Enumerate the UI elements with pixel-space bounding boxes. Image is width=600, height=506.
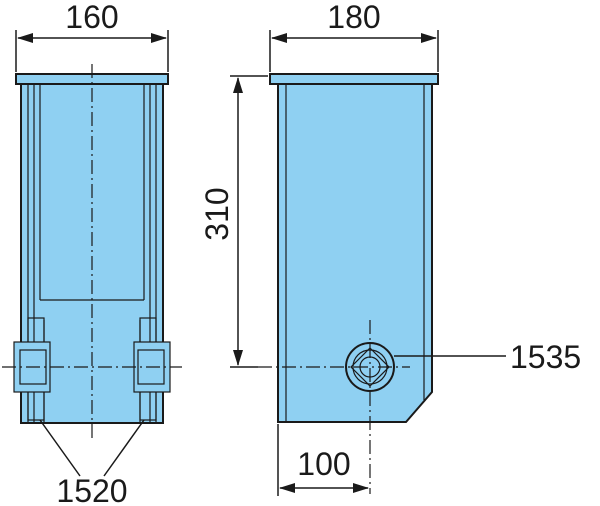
front-view bbox=[2, 64, 182, 442]
front-width-label: 160 bbox=[65, 0, 118, 35]
side-width-dimension: 180 bbox=[269, 0, 439, 72]
side-width-label: 180 bbox=[327, 0, 380, 35]
side-view bbox=[258, 73, 439, 494]
side-offset-dimension: 100 bbox=[277, 424, 369, 496]
front-callout-label: 1520 bbox=[56, 473, 127, 506]
side-body bbox=[278, 83, 432, 422]
front-callout-1520: 1520 bbox=[39, 419, 145, 506]
side-offset-label: 100 bbox=[297, 446, 350, 482]
front-width-dimension: 160 bbox=[15, 0, 169, 72]
side-height-dimension: 310 bbox=[199, 75, 268, 368]
side-callout-1535: 1535 bbox=[394, 339, 581, 375]
side-top-flange bbox=[269, 73, 439, 85]
side-callout-label: 1535 bbox=[510, 339, 581, 375]
side-height-label: 310 bbox=[199, 187, 235, 240]
side-bolt-hole bbox=[345, 342, 395, 392]
